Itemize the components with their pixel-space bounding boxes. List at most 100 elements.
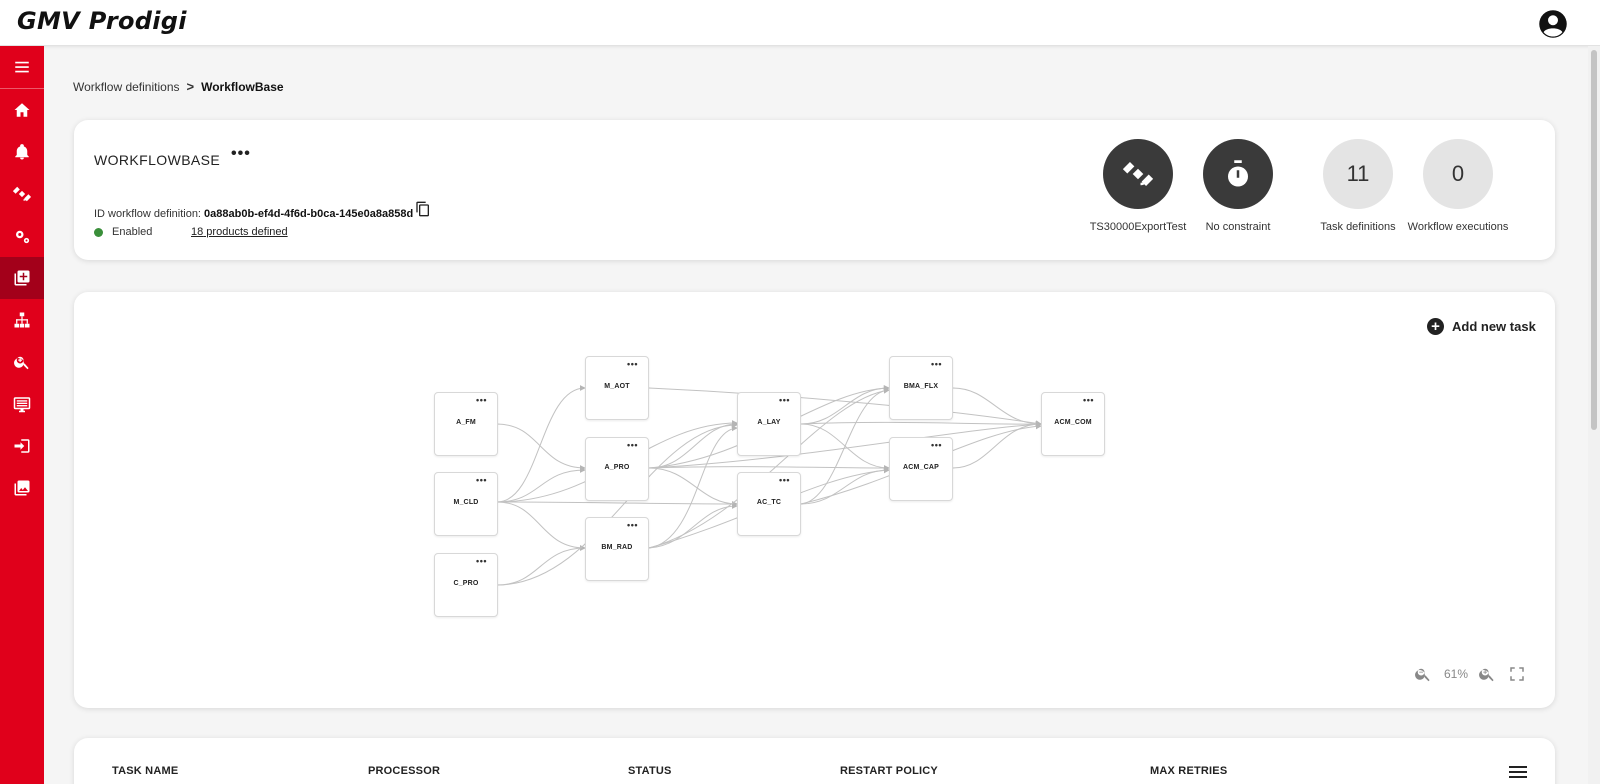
scrollbar-thumb[interactable] [1591, 50, 1597, 430]
tasks-table-card [74, 738, 1555, 784]
task-node-c-pro[interactable]: ••• C_PRO [434, 553, 498, 617]
copy-icon[interactable] [415, 200, 431, 218]
node-label: M_CLD [453, 499, 479, 506]
node-more-button[interactable]: ••• [476, 556, 487, 566]
fullscreen-icon[interactable] [1508, 665, 1526, 683]
node-more-button[interactable]: ••• [779, 475, 790, 485]
node-label: C_PRO [453, 580, 479, 587]
workflow-graph-card [74, 292, 1555, 708]
sidebar-item-settings[interactable] [0, 215, 44, 257]
node-more-button[interactable]: ••• [476, 475, 487, 485]
workflow-id-label: ID workflow definition: [94, 208, 205, 220]
node-label: ACM_CAP [902, 464, 939, 471]
breadcrumb-separator: > [186, 79, 195, 94]
node-label: A_LAY [757, 419, 781, 426]
task-node-m-cld[interactable]: ••• M_CLD [434, 472, 498, 536]
add-box-icon [14, 270, 30, 286]
products-defined-link[interactable]: 18 products defined [191, 226, 288, 238]
task-node-acm-cap[interactable]: ••• ACM_CAP [889, 437, 953, 501]
stat-satellite[interactable]: TS30000ExportTest [1083, 139, 1193, 233]
sidebar-item-home[interactable] [0, 89, 44, 131]
sidebar-menu-toggle[interactable] [0, 46, 44, 88]
node-more-button[interactable]: ••• [627, 359, 638, 369]
products-text: products defined [203, 226, 288, 238]
workflow-status: Enabled [94, 226, 152, 238]
table-menu-icon[interactable] [1509, 765, 1527, 779]
node-more-button[interactable]: ••• [779, 395, 790, 405]
bell-icon [15, 144, 29, 160]
task-node-acm-com[interactable]: ••• ACM_COM [1041, 392, 1105, 456]
node-label: M_AOT [604, 383, 630, 390]
node-label: ACM_COM [1054, 419, 1092, 426]
sidebar-item-monitor[interactable] [0, 383, 44, 425]
column-header-max-retries[interactable]: MAX RETRIES [1150, 765, 1228, 777]
hamburger-icon [15, 61, 29, 73]
add-new-task-label: Add new task [1452, 319, 1536, 334]
node-label: A_PRO [604, 464, 630, 471]
stat-workflow-executions[interactable]: 0 Workflow executions [1403, 139, 1513, 233]
column-header-status[interactable]: STATUS [628, 765, 672, 777]
stat-constraint-circle [1203, 139, 1273, 209]
stat-constraint[interactable]: No constraint [1183, 139, 1293, 233]
sidebar-item-workflow-definitions[interactable] [0, 257, 44, 299]
node-more-button[interactable]: ••• [931, 440, 942, 450]
stat-constraint-label: No constraint [1205, 221, 1271, 233]
sidebar-item-search[interactable] [0, 341, 44, 383]
task-node-a-fm[interactable]: ••• A_FM [434, 392, 498, 456]
page-scrollbar[interactable] [1588, 46, 1600, 784]
workflow-more-button[interactable]: ••• [231, 145, 251, 162]
sidebar [0, 46, 44, 784]
breadcrumb-current: WorkflowBase [201, 79, 284, 94]
task-node-ac-tc[interactable]: ••• AC_TC [737, 472, 801, 536]
sidebar-item-gallery[interactable] [0, 467, 44, 509]
node-more-button[interactable]: ••• [627, 520, 638, 530]
column-header-task-name[interactable]: TASK NAME [112, 765, 179, 777]
task-node-bm-rad[interactable]: ••• BM_RAD [585, 517, 649, 581]
task-node-a-lay[interactable]: ••• A_LAY [737, 392, 801, 456]
sidebar-item-notifications[interactable] [0, 131, 44, 173]
zoom-level: 61% [1444, 667, 1469, 681]
image-gallery-icon [14, 480, 30, 496]
node-more-button[interactable]: ••• [476, 395, 487, 405]
stat-task-definitions-value: 11 [1323, 139, 1393, 209]
breadcrumb-parent-link[interactable]: Workflow definitions [73, 79, 180, 94]
task-node-a-pro[interactable]: ••• A_PRO [585, 437, 649, 501]
top-bar: GMV Prodigi [0, 0, 1600, 46]
satellite-icon [13, 186, 31, 202]
node-label: A_FM [456, 419, 476, 426]
column-header-processor[interactable]: PROCESSOR [368, 765, 441, 777]
sidebar-item-satellites[interactable] [0, 173, 44, 215]
stopwatch-icon [1228, 160, 1248, 187]
sidebar-item-hierarchy[interactable] [0, 299, 44, 341]
add-new-task-button[interactable]: + Add new task [1427, 318, 1536, 335]
zoom-out-icon[interactable] [1414, 665, 1432, 683]
node-label: BM_RAD [601, 544, 633, 551]
products-count: 18 [191, 226, 204, 238]
stat-workflow-executions-value: 0 [1423, 139, 1493, 209]
node-more-button[interactable]: ••• [1083, 395, 1094, 405]
display-list-icon [13, 397, 31, 413]
status-dot [94, 227, 103, 237]
stat-task-definitions[interactable]: 11 Task definitions [1303, 139, 1413, 233]
home-icon [14, 103, 30, 117]
account-icon[interactable] [1538, 9, 1568, 39]
stat-task-definitions-label: Task definitions [1320, 221, 1396, 233]
task-node-m-aot[interactable]: ••• M_AOT [585, 356, 649, 420]
app-logo[interactable]: GMV Prodigi [17, 7, 187, 35]
workflow-summary-card: WORKFLOWBASE ••• ID workflow definition:… [74, 120, 1555, 260]
add-circle-icon: + [1427, 318, 1444, 335]
satellite-icon [1123, 162, 1153, 186]
login-icon [14, 439, 30, 453]
status-text: Enabled [112, 226, 153, 238]
task-node-bma-flx[interactable]: •••BMA_FLX [889, 356, 953, 420]
sitemap-icon [14, 312, 30, 328]
sidebar-item-import[interactable] [0, 425, 44, 467]
node-more-button[interactable]: ••• [931, 359, 942, 369]
column-header-restart-policy[interactable]: RESTART POLICY [840, 765, 938, 777]
node-more-button[interactable]: ••• [627, 440, 638, 450]
node-label: AC_TC [756, 499, 782, 506]
stat-satellite-label: TS30000ExportTest [1089, 221, 1187, 233]
workflow-title: WORKFLOWBASE [94, 152, 221, 168]
zoom-search-icon [14, 356, 29, 370]
zoom-in-icon[interactable] [1478, 665, 1496, 683]
